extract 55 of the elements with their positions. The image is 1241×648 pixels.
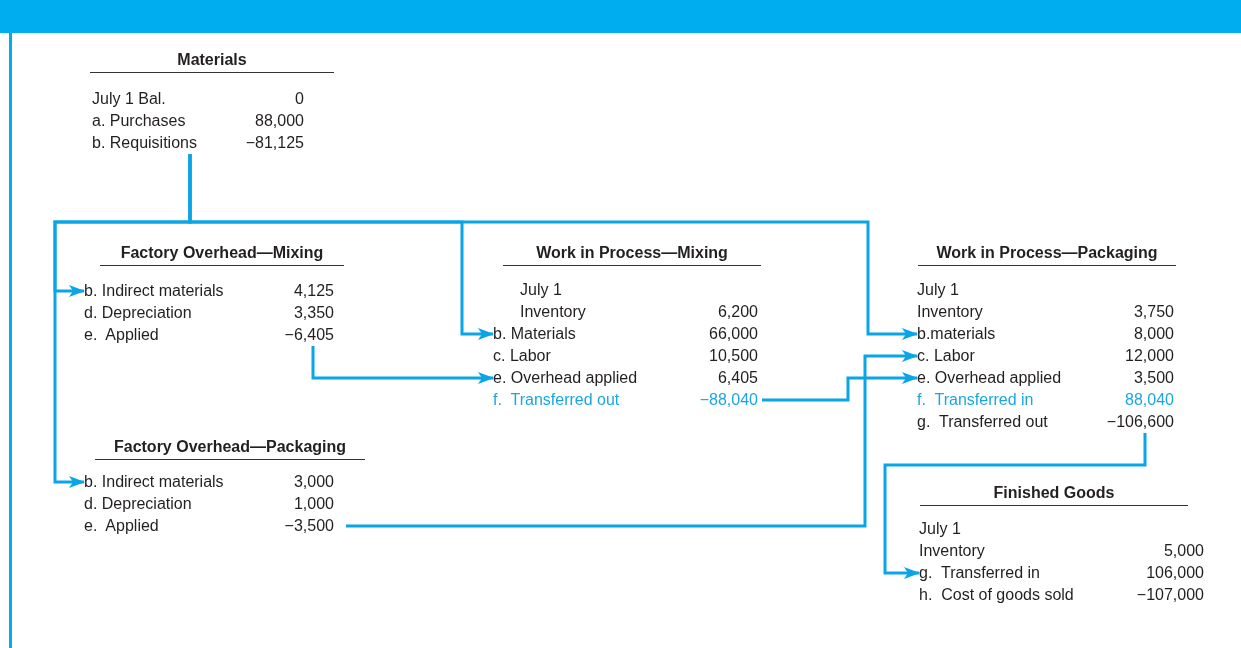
entry-amount: 3,350 [293, 303, 334, 323]
entry-amount: 8,000 [1133, 324, 1174, 344]
entry-label: e. Applied [84, 325, 159, 345]
entry-label: July 1 Inventory [520, 280, 587, 322]
entry-amount: 1,000 [293, 494, 334, 514]
entry-label: b. Requisitions [92, 133, 197, 153]
entry-label: e. Applied [84, 516, 159, 536]
entry-label: e. Overhead applied [493, 368, 638, 388]
entry-amount: −81,125 [245, 133, 304, 153]
entry-label: b. Materials [493, 324, 576, 344]
flow-arrow [311, 346, 494, 384]
entry-label: b.materials [917, 324, 996, 344]
entry-amount: −106,600 [1106, 412, 1174, 432]
entry-amount: −3,500 [284, 516, 334, 536]
entry-label: c. Labor [917, 346, 975, 366]
account-title: Factory Overhead—Mixing [100, 243, 344, 266]
account-title: Work in Process—Mixing [503, 243, 761, 266]
entry-amount: −6,405 [284, 325, 334, 345]
entry-amount: 66,000 [709, 324, 758, 344]
entry-amount: 3,000 [293, 472, 334, 492]
entry-amount: −88,040 [699, 390, 758, 410]
entry-amount: 0 [295, 89, 304, 109]
entry-label: f. Transferred in [917, 390, 1034, 410]
entry-amount: 5,000 [1163, 541, 1204, 561]
entry-label: e. Overhead applied [917, 368, 1062, 388]
account-title: Finished Goods [920, 483, 1188, 506]
entry-amount: 10,500 [709, 346, 758, 366]
entry-label: a. Purchases [92, 111, 186, 131]
entry-label: b. Indirect materials [84, 281, 224, 301]
entry-label: d. Depreciation [84, 303, 192, 323]
entry-label: g. Transferred in [919, 563, 1040, 583]
account-title: Work in Process—Packaging [918, 243, 1176, 266]
entry-label: July 1 Bal. [92, 89, 166, 109]
entry-label: f. Transferred out [493, 390, 620, 410]
flow-arrow [762, 372, 918, 402]
entry-amount: 12,000 [1125, 346, 1174, 366]
entry-label: c. Labor [493, 346, 551, 366]
entry-amount: 4,125 [293, 281, 334, 301]
entry-amount: 88,000 [255, 111, 304, 131]
entry-amount: 6,405 [717, 368, 758, 388]
entry-amount: 106,000 [1146, 563, 1204, 583]
entry-label: b. Indirect materials [84, 472, 224, 492]
entry-label: g. Transferred out [917, 412, 1048, 432]
entry-amount: −107,000 [1136, 585, 1204, 605]
entry-label: h. Cost of goods sold [919, 585, 1074, 605]
flow-arrow [188, 154, 918, 340]
flow-arrow [346, 350, 918, 528]
entry-amount: 3,500 [1133, 368, 1174, 388]
flow-arrow [883, 433, 1147, 579]
entry-amount: 3,750 [1133, 302, 1174, 322]
account-title: Materials [90, 50, 334, 73]
account-title: Factory Overhead—Packaging [95, 437, 365, 460]
entry-amount: 88,040 [1125, 390, 1174, 410]
entry-label: d. Depreciation [84, 494, 192, 514]
entry-amount: 6,200 [717, 302, 758, 322]
